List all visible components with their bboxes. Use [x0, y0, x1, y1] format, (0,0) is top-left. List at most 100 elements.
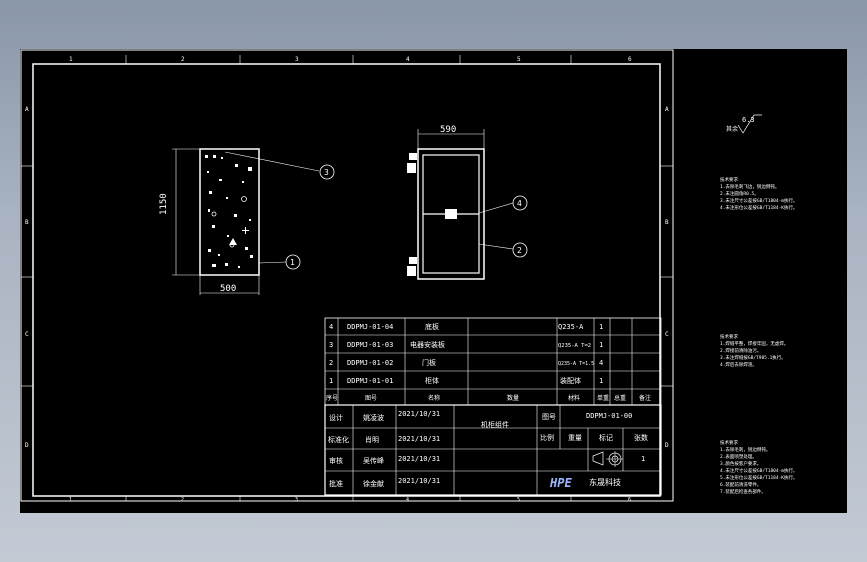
svg-text:1.焊缝平整，焊接牢固，无虚焊。: 1.焊缝平整，焊接牢固，无虚焊。 [720, 340, 788, 347]
svg-text:4.未注形位公差按GB/T1184-K执行。: 4.未注形位公差按GB/T1184-K执行。 [720, 204, 798, 211]
bom-row-4-qty: 1 [599, 377, 603, 385]
bom-row-4-no: 1 [329, 377, 333, 385]
zone-top-3: 3 [295, 56, 299, 63]
col-sheets: 张数 [634, 433, 648, 442]
bom-table[interactable]: 4 DDPMJ-01-04 底板 Q235-A 1 3 DDPMJ-01-03 … [324, 317, 662, 406]
zone-bottom-1: 1 [69, 497, 72, 503]
outer-frame [20, 49, 674, 502]
date-design: 2021/10/31 [398, 410, 440, 418]
bom-header-unit-weight: 单重 [597, 394, 609, 402]
component-marks [205, 155, 253, 268]
roughness-symbol-icon [737, 114, 762, 134]
zone-bottom-6: 6 [628, 497, 631, 503]
cad-drawing-viewport[interactable]: 1 2 3 4 5 6 1 2 3 4 5 6 A B C D A B C D [20, 49, 847, 513]
col-mark: 标记 [599, 433, 613, 442]
zone-top-4: 4 [406, 56, 410, 63]
top-zone-ruler: 1 2 3 4 5 6 [69, 55, 632, 64]
right-zone-ruler: A B C D [660, 106, 673, 449]
date-standard: 2021/10/31 [398, 435, 440, 443]
tech-notes-2: 技术要求 1.焊缝平整，焊接牢固，无虚焊。 2.焊接前清除油污。 3.未注焊缝按… [720, 333, 788, 368]
bom-header-total-weight: 总重 [614, 394, 626, 402]
svg-text:4: 4 [517, 199, 522, 208]
date-review: 2021/10/31 [398, 455, 440, 463]
zone-left-d: D [25, 442, 29, 449]
drawing-number: DDPMJ-01-00 [586, 412, 632, 420]
bom-header-remark: 备注 [639, 394, 651, 402]
hinge-top [409, 153, 417, 160]
drawing-no-label: 图号 [542, 413, 556, 421]
bom-row-1-mat: Q235-A [558, 323, 584, 331]
svg-text:6.装配前清洗零件。: 6.装配前清洗零件。 [720, 481, 761, 488]
projection-symbol-icon [592, 451, 623, 467]
bom-row-3-code: DDPMJ-01-02 [347, 359, 393, 367]
bom-row-4-code: DDPMJ-01-01 [347, 377, 393, 385]
zone-left-b: B [25, 219, 29, 226]
roughness-label: 其余 [726, 125, 738, 133]
zone-right-d: D [665, 442, 669, 449]
balloon-4 [512, 195, 528, 211]
svg-text:1.去除毛刺，锐边倒钝。: 1.去除毛刺，锐边倒钝。 [720, 446, 770, 453]
tech-notes-1: 技术要求 1.去除毛刺飞边，锐边倒钝。 2.未注圆角R0.5。 3.未注尺寸公差… [720, 176, 798, 211]
bom-header-mat: 材料 [568, 394, 580, 402]
title-block[interactable]: 设计 姚凌波 2021/10/31 标准化 肖明 2021/10/31 审核 吴… [324, 404, 662, 496]
zone-bottom-2: 2 [181, 497, 184, 503]
hinge-top-lower [407, 163, 416, 173]
role-design: 设计 [329, 413, 343, 422]
svg-text:2.表面喷塑处理。: 2.表面喷塑处理。 [720, 453, 757, 460]
zone-bottom-5: 5 [517, 497, 520, 503]
cabinet-outer [417, 148, 485, 280]
zone-right-a: A [665, 106, 669, 113]
svg-text:3.未注尺寸公差按GB/T1804-m执行。: 3.未注尺寸公差按GB/T1804-m执行。 [720, 197, 798, 204]
front-view[interactable]: 590 [407, 125, 485, 280]
side-view[interactable]: 1150 500 [159, 148, 260, 295]
sheet-count: 1 [641, 455, 645, 463]
hinge-bottom-lower [407, 266, 416, 276]
bom-header-qty: 数量 [507, 394, 519, 402]
bom-header-name: 名称 [428, 394, 440, 402]
zone-top-6: 6 [628, 56, 632, 63]
svg-text:技术要求: 技术要求 [720, 176, 738, 183]
bom-row-2-mat: Q235-A T=2 [558, 343, 591, 349]
name-review: 吴传峰 [363, 456, 384, 465]
svg-text:1: 1 [290, 258, 295, 267]
name-approve: 徐金献 [363, 479, 384, 488]
zone-right-c: C [665, 331, 669, 338]
company-logo: HPE [549, 476, 572, 490]
bom-header-no: 序号 [326, 394, 338, 402]
svg-text:3.未注焊缝按GB/T985.1执行。: 3.未注焊缝按GB/T985.1执行。 [720, 354, 786, 361]
tech-notes-3: 技术要求 1.去除毛刺，锐边倒钝。 2.表面喷塑处理。 3.颜色按客户要求。 4… [720, 439, 798, 495]
part-name: 机柜组件 [481, 420, 509, 429]
bom-row-1-qty: 1 [599, 323, 603, 331]
zone-left-c: C [25, 331, 29, 338]
dim-width-side: 500 [220, 284, 236, 294]
zone-bottom-3: 3 [295, 497, 298, 503]
svg-text:技术要求: 技术要求 [720, 333, 738, 340]
svg-text:2.未注圆角R0.5。: 2.未注圆角R0.5。 [720, 190, 759, 197]
balloon-2 [512, 242, 528, 258]
bom-row-3-name: 门板 [422, 358, 436, 367]
balloon-1 [285, 254, 301, 270]
svg-text:4.焊后去除焊渣。: 4.焊后去除焊渣。 [720, 361, 757, 368]
side-view-panel [199, 148, 260, 276]
date-approve: 2021/10/31 [398, 477, 440, 485]
svg-text:2.焊接前清除油污。: 2.焊接前清除油污。 [720, 347, 761, 354]
zone-right-b: B [665, 219, 669, 226]
bottom-zone-ruler: 1 2 3 4 5 6 [69, 496, 631, 503]
svg-text:1.去除毛刺飞边，锐边倒钝。: 1.去除毛刺飞边，锐边倒钝。 [720, 183, 779, 190]
roughness-value: 6.3 [742, 116, 755, 124]
dim-height: 1150 [159, 193, 169, 215]
svg-text:7.装配后检查各部件。: 7.装配后检查各部件。 [720, 488, 766, 495]
zone-top-2: 2 [181, 56, 185, 63]
left-zone-ruler: A B C D [21, 106, 33, 449]
bom-row-2-name: 电器安装板 [410, 340, 445, 349]
role-standard: 标准化 [328, 435, 349, 444]
dim-width-front: 590 [440, 125, 456, 135]
notes-panel: 其余 6.3 技术要求 1.去除毛刺飞边，锐边倒钝。 2.未注圆角R0.5。 3… [720, 114, 798, 495]
svg-text:3: 3 [324, 168, 329, 177]
bom-row-3-no: 2 [329, 359, 333, 367]
balloon-callouts: 3 1 4 2 [224, 151, 528, 270]
svg-text:3.颜色按客户要求。: 3.颜色按客户要求。 [720, 460, 761, 467]
svg-text:4.未注尺寸公差按GB/T1804-m执行。: 4.未注尺寸公差按GB/T1804-m执行。 [720, 467, 798, 474]
drawing-canvas: 1 2 3 4 5 6 1 2 3 4 5 6 A B C D A B C D [20, 49, 798, 503]
zone-left-a: A [25, 106, 29, 113]
